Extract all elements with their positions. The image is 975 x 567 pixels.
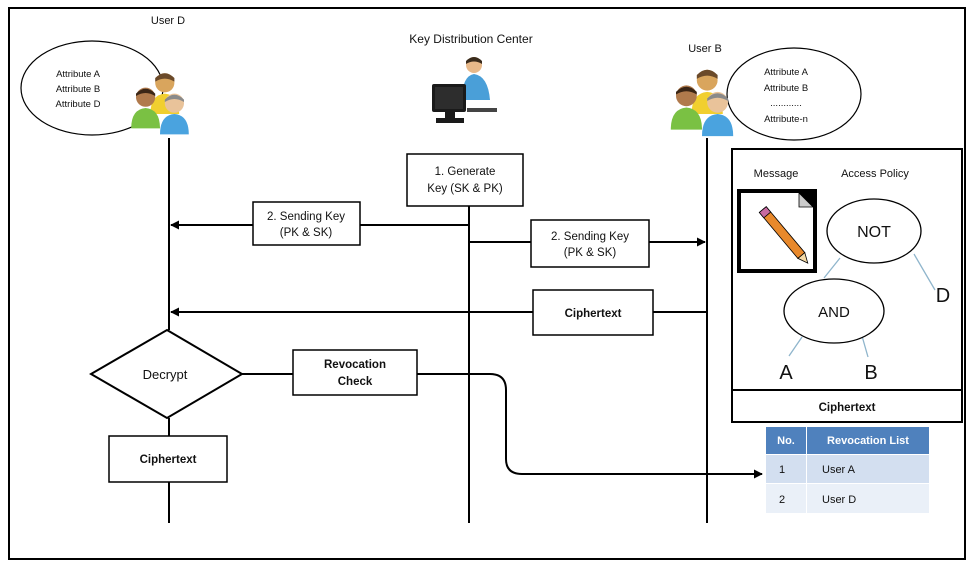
access-policy-tree: NOT AND D A B	[779, 198, 950, 384]
send-key-left-box	[252, 201, 361, 246]
revocation-check-label: Revocation	[324, 359, 386, 371]
user-d-attribute: Attribute D	[56, 99, 101, 110]
message-document-icon	[737, 189, 817, 273]
tree-edge	[861, 335, 869, 358]
message-label: Message	[754, 168, 799, 180]
ciphertext-transfer-box	[532, 289, 654, 336]
send-key-left-label: 2. Sending Key	[267, 211, 345, 223]
user-d-attribute: Attribute B	[56, 84, 100, 95]
send-key-right-box	[530, 219, 650, 268]
generate-key-label: Key (SK & PK)	[427, 183, 503, 195]
ciphertext-transfer-label: Ciphertext	[565, 308, 622, 320]
not-node	[826, 198, 922, 264]
decrypt-label: Decrypt	[143, 367, 188, 382]
user-b-actor: User B Attribute A Attribute B .........…	[670, 43, 862, 141]
kdc-title: Key Distribution Center	[409, 32, 532, 46]
table-header-cell	[766, 427, 806, 454]
user-b-attribute: Attribute-n	[764, 114, 808, 125]
user-d-attribute: Attribute A	[56, 69, 100, 80]
send-key-right-label: 2. Sending Key	[551, 231, 629, 243]
tree-edge	[913, 253, 936, 291]
revocation-table: No. Revocation List 1 User A 2 User D	[766, 427, 929, 513]
ciphertext-result-box	[108, 435, 228, 483]
user-d-title: User D	[151, 15, 185, 27]
user-b-attribute: ............	[770, 98, 802, 109]
user-b-attribute: Attribute A	[764, 67, 808, 78]
and-node-label: AND	[818, 304, 850, 321]
kdc-actor: Key Distribution Center	[409, 32, 533, 123]
leaf-d-label: D	[936, 285, 950, 307]
computer-user-icon	[432, 57, 497, 123]
tree-edge	[823, 257, 841, 279]
revocation-check-label: Check	[338, 376, 373, 388]
generate-key-box	[406, 153, 524, 207]
send-key-left-label: (PK & SK)	[280, 227, 333, 239]
ciphertext-result-step: Ciphertext	[108, 435, 228, 483]
send-key-right-label: (PK & SK)	[564, 247, 617, 259]
ciphertext-panel: Message Access Policy NOT AND D A B	[731, 148, 963, 423]
outer-frame	[8, 7, 966, 560]
table-row	[807, 455, 929, 483]
user-b-title: User B	[688, 43, 722, 55]
ciphertext-transfer-step: Ciphertext	[532, 289, 654, 336]
table-cell-no: 2	[779, 494, 785, 506]
leaf-b-label: B	[864, 362, 877, 384]
ciphertext-panel-footer: Ciphertext	[819, 402, 876, 414]
user-group-icon	[670, 69, 734, 137]
user-b-attribute-bubble	[726, 47, 862, 141]
table-cell-no: 1	[779, 464, 785, 476]
and-node	[783, 278, 885, 344]
tree-edge	[788, 336, 803, 357]
table-cell-name: User A	[822, 464, 856, 476]
ciphertext-result-label: Ciphertext	[140, 454, 197, 466]
table-cell-name: User D	[822, 494, 856, 506]
not-node-label: NOT	[857, 224, 891, 241]
user-b-attribute: Attribute B	[764, 83, 808, 94]
revocation-check-arrow	[242, 373, 763, 479]
table-row	[807, 484, 929, 513]
revocation-check-step: Revocation Check	[292, 349, 418, 396]
leaf-a-label: A	[779, 362, 793, 384]
generate-key-label: 1. Generate	[435, 166, 496, 178]
send-key-right-step: 2. Sending Key (PK & SK)	[530, 219, 650, 268]
decrypt-step: Decrypt	[89, 328, 244, 420]
table-header-cell	[807, 427, 929, 454]
table-row	[766, 455, 806, 483]
revocation-check-box	[292, 349, 418, 396]
user-d-actor: User D Attribute A Attribute B Attribute…	[20, 15, 189, 136]
send-key-left-step: 2. Sending Key (PK & SK)	[252, 201, 361, 246]
decrypt-diamond	[89, 328, 244, 420]
table-header-no: No.	[777, 435, 795, 447]
generate-key-step: 1. Generate Key (SK & PK)	[406, 153, 524, 207]
table-row	[766, 484, 806, 513]
access-policy-label: Access Policy	[841, 168, 909, 180]
table-header-revocation-list: Revocation List	[827, 435, 909, 447]
